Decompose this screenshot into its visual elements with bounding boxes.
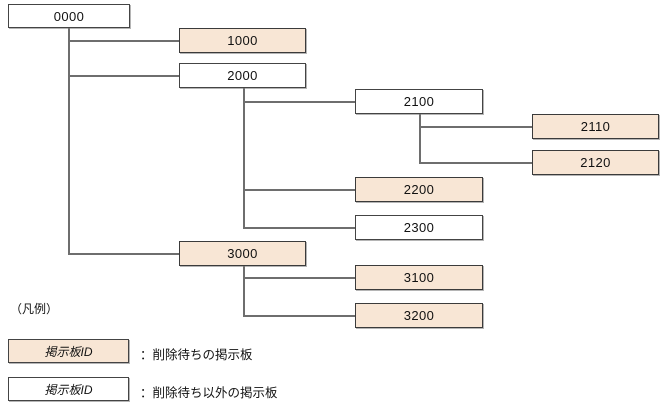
tree-node-label: 3200	[403, 308, 435, 323]
legend-swatch-normal: 掲示板ID	[8, 377, 129, 401]
tree-node-2000[interactable]: 2000	[179, 63, 306, 88]
trunk-2000	[243, 88, 245, 228]
branch-2100-2110	[419, 126, 532, 128]
branch-2000-2100	[243, 101, 355, 103]
branch-2000-2200	[243, 189, 355, 191]
tree-node-label: 2110	[580, 119, 611, 134]
tree-node-2100[interactable]: 2100	[355, 89, 483, 114]
tree-node-2120[interactable]: 2120	[532, 150, 659, 175]
branch-3000-3100	[243, 277, 355, 279]
tree-node-2300[interactable]: 2300	[355, 215, 483, 240]
trunk-3000	[243, 266, 245, 315]
branch-0000-3000	[68, 253, 179, 255]
legend-swatch-label: 掲示板ID	[44, 382, 93, 397]
tree-node-label: 2200	[403, 182, 435, 197]
branch-0000-1000	[68, 40, 179, 42]
legend-swatch-label: 掲示板ID	[44, 344, 93, 359]
branch-0000-2000	[68, 75, 179, 77]
tree-node-3100[interactable]: 3100	[355, 265, 483, 290]
legend-description-pending-delete: ：削除待ちの掲示板	[140, 348, 253, 362]
legend-title: （凡例）	[10, 302, 59, 316]
tree-node-label: 2000	[227, 68, 258, 83]
tree-node-label: 2300	[403, 220, 435, 235]
tree-node-label: 0000	[53, 8, 85, 24]
trunk-0000	[68, 27, 70, 254]
tree-node-0000[interactable]: 0000	[8, 4, 130, 28]
legend-swatch-pending-delete: 掲示板ID	[8, 339, 129, 363]
tree-node-3200[interactable]: 3200	[355, 303, 483, 328]
branch-3000-3200	[243, 315, 355, 317]
tree-node-label: 2120	[580, 155, 611, 170]
branch-2100-2120	[419, 162, 532, 164]
branch-2000-2300	[243, 227, 355, 229]
trunk-2100	[419, 114, 421, 163]
tree-node-label: 3100	[403, 270, 435, 285]
tree-node-2110[interactable]: 2110	[532, 114, 659, 139]
legend-description-normal: ：削除待ち以外の掲示板	[140, 386, 278, 400]
tree-node-2200[interactable]: 2200	[355, 177, 483, 202]
tree-node-3000[interactable]: 3000	[179, 241, 306, 266]
tree-node-1000[interactable]: 1000	[179, 28, 306, 53]
tree-node-label: 2100	[403, 94, 435, 109]
tree-node-label: 3000	[227, 246, 258, 261]
tree-node-label: 1000	[227, 33, 258, 48]
